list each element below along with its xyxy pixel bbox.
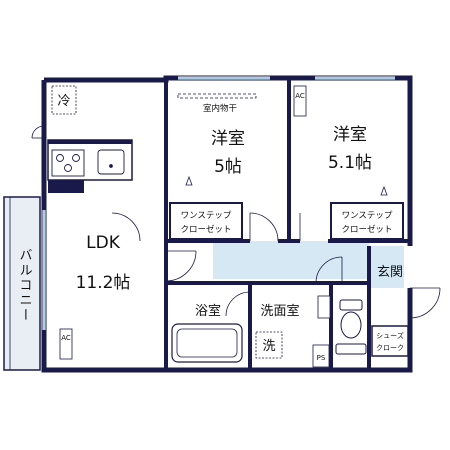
entrance-name: 玄関 [377,265,403,280]
balcony-label: バルコニー [17,248,33,323]
bath-name: 浴室 [195,303,221,319]
washer-label: 洗 [262,339,275,354]
ac-western2-box [293,85,307,117]
sensor-icon [185,175,193,186]
stove-icon [51,149,85,177]
ac-ldk-label: AC [61,334,71,342]
closet1-line2: クローゼット [180,224,231,235]
western1-size: 5帖 [214,157,242,177]
closet2-box [330,202,404,240]
closet2-line2: クローゼット [341,224,392,235]
shoe-line2: クローク [376,344,404,352]
pipe-space-label: PS [317,354,326,362]
western1-door [249,212,279,242]
bath-door [225,291,251,317]
western2-size: 5.1帖 [328,153,372,173]
ac-ldk-box [59,328,73,360]
washroom-name: 洗面室 [260,303,299,319]
ldk-hall-door [165,250,197,282]
ac-western2-label: AC [295,92,305,100]
entrance-door [409,287,441,319]
closet1-box [169,202,243,240]
indoor-drying-label: 室内物干 [203,103,238,114]
kitchen-counter [47,139,133,193]
bathtub [171,323,243,363]
ldk-door [31,125,45,139]
shoe-line1: シューズ [376,331,404,340]
closet2-line1: ワンステップ [342,211,393,221]
ldk-name: LDK [86,233,121,253]
pipe-space-box [312,344,330,368]
fridge-box [51,85,77,115]
western1-name: 洋室 [211,129,245,149]
toilet-icon [335,299,367,355]
sink-icon [97,149,125,175]
fridge-label: 冷 [57,94,70,109]
closet1-line1: ワンステップ [181,211,232,221]
entrance-floor [369,246,404,288]
interior-walls [164,78,410,370]
western2-name: 洋室 [333,125,367,145]
washer-box [255,331,283,359]
western2-door [111,212,301,242]
washroom-door [315,256,343,284]
vanity [317,295,331,319]
shoe-closet-box [371,325,409,357]
sensor-icon-2 [380,185,388,196]
ldk-size: 11.2帖 [76,273,131,293]
indoor-drying-rod [177,93,257,99]
hallway-area [213,241,369,279]
